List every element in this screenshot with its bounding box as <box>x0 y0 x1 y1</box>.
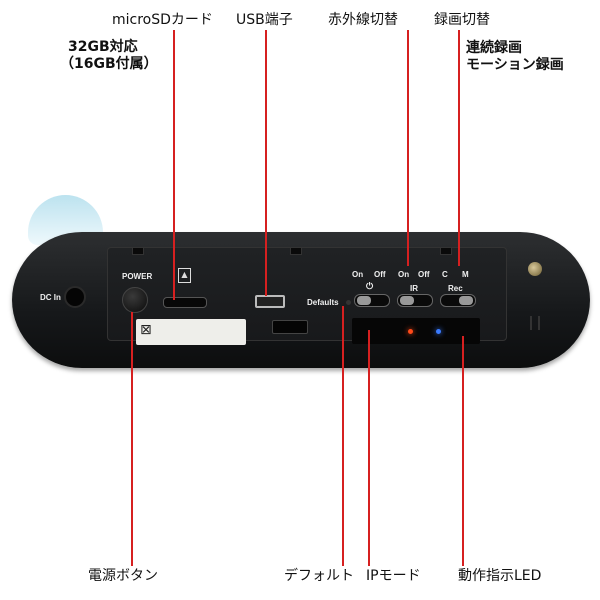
ir-label: IR <box>410 284 418 293</box>
label-default: デフォルト <box>284 568 354 584</box>
callout-defaults <box>342 306 344 566</box>
screw <box>528 262 542 276</box>
aux-port <box>272 320 308 334</box>
switch-1[interactable] <box>354 294 390 307</box>
label-capacity-line2: （16GB付属） <box>60 56 158 72</box>
vent <box>290 247 302 255</box>
rec-switch[interactable] <box>440 294 476 307</box>
callout-rec <box>458 30 460 266</box>
label-rec-switch: 録画切替 <box>434 12 490 28</box>
microsd-slot[interactable] <box>163 297 207 308</box>
recycle-bin-icon: ⊠ <box>140 322 152 338</box>
callout-power <box>131 312 133 566</box>
ir-on-label: On <box>398 270 410 279</box>
callout-led <box>462 336 464 566</box>
vent <box>440 247 452 255</box>
switch1-on-label: On <box>352 270 364 279</box>
rec-label: Rec <box>448 284 463 293</box>
led-blue <box>436 329 441 334</box>
led-red <box>408 329 413 334</box>
label-rec-mode1: 連続録画 <box>466 40 522 56</box>
label-usb: USB端子 <box>236 12 293 28</box>
ir-switch[interactable] <box>397 294 433 307</box>
callout-ip <box>368 330 370 566</box>
power-label: POWER <box>122 272 153 281</box>
callout-ir <box>407 30 409 266</box>
power-symbol-icon: ⏻ <box>366 281 374 291</box>
side-vent <box>530 316 540 330</box>
defaults-label: Defaults <box>307 298 339 307</box>
defaults-button[interactable] <box>346 300 351 305</box>
dc-in-label: DC In <box>40 293 61 302</box>
ir-off-label: Off <box>418 270 430 279</box>
label-power-button: 電源ボタン <box>88 568 158 584</box>
callout-usb <box>265 30 267 296</box>
sd-card-icon: ▲ <box>178 268 191 283</box>
usb-port[interactable] <box>255 295 285 308</box>
label-led: 動作指示LED <box>458 568 542 584</box>
switch1-off-label: Off <box>374 270 386 279</box>
rec-m-label: M <box>462 270 469 279</box>
power-button[interactable] <box>122 287 148 313</box>
label-capacity-line1: 32GB対応 <box>68 39 138 55</box>
label-rec-mode2: モーション録画 <box>466 57 564 73</box>
dc-in-jack[interactable] <box>64 286 86 308</box>
callout-microsd <box>173 30 175 300</box>
label-ip-mode: IPモード <box>366 568 421 584</box>
led-window <box>352 318 480 344</box>
rec-c-label: C <box>442 270 448 279</box>
device-sticker: ⊠ <box>136 319 246 345</box>
label-microsd: microSDカード <box>112 12 213 28</box>
vent <box>132 247 144 255</box>
label-ir-switch: 赤外線切替 <box>328 12 398 28</box>
